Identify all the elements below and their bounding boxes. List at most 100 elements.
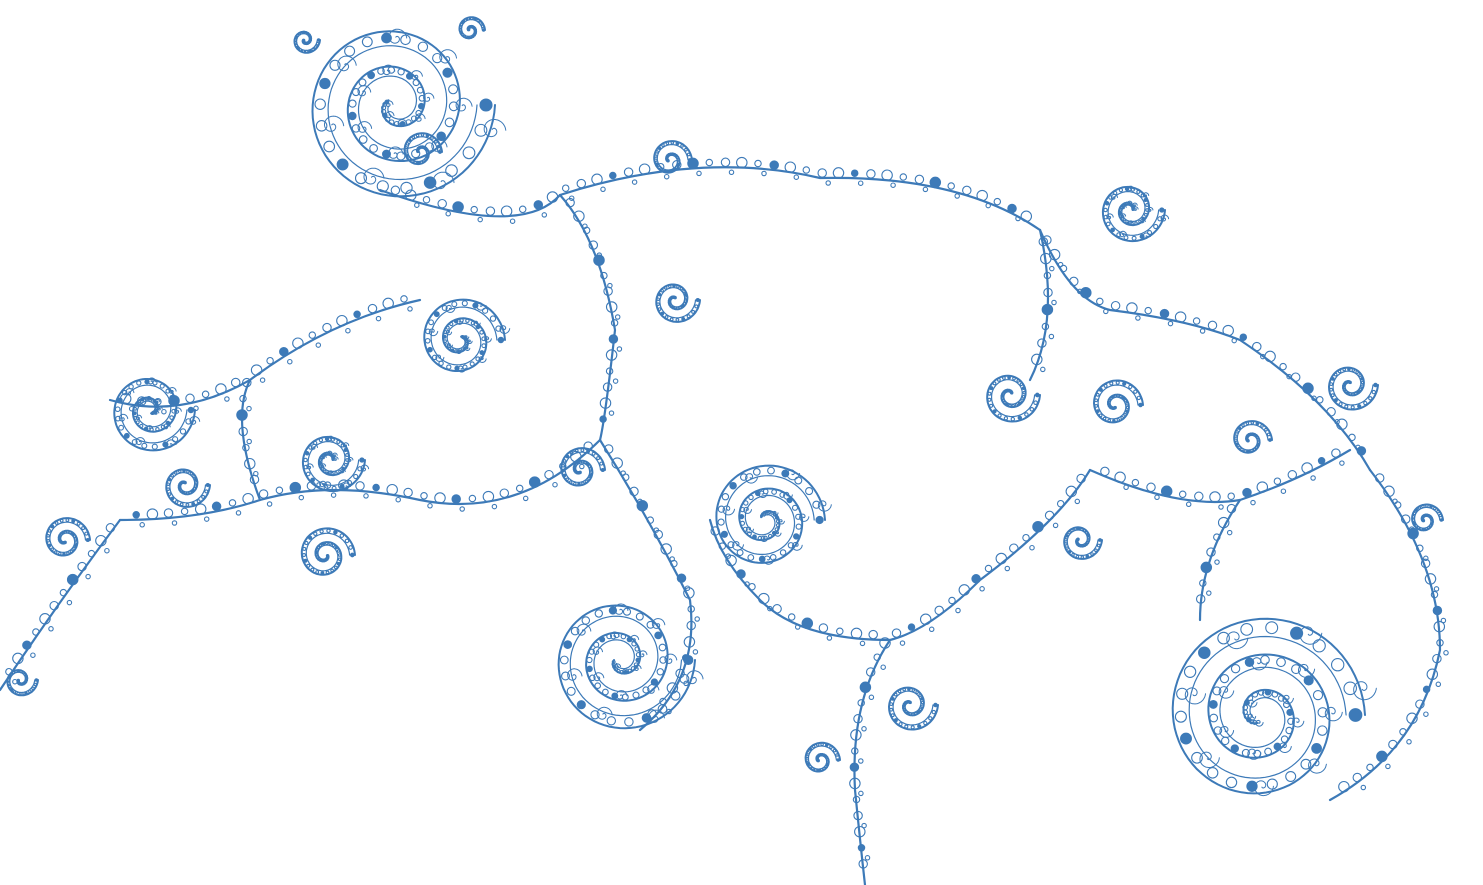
fractal-bead: [820, 742, 824, 747]
fractal-bead: [1355, 370, 1359, 374]
fractal-bead: [920, 696, 924, 701]
fractal-bead: [1113, 405, 1117, 410]
fractal-bead: [808, 747, 813, 752]
fractal-bead: [897, 689, 902, 694]
fractal-bead: [427, 346, 433, 353]
fractal-bead: [1227, 492, 1235, 500]
fractal-curve: [423, 92, 435, 102]
fractal-bead: [468, 494, 477, 503]
fractal-bead: [73, 543, 78, 548]
fractal-bead: [919, 707, 923, 712]
fractal-bead: [1052, 522, 1059, 529]
fractal-bead: [1420, 558, 1431, 569]
fractal-bead: [605, 349, 618, 361]
fractal-bead: [857, 844, 866, 852]
fractal-curve: [1278, 742, 1292, 753]
fractal-bead: [562, 459, 567, 463]
fractal-bead: [1425, 504, 1429, 508]
fractal-bead: [1090, 552, 1094, 556]
fractal-bead: [74, 537, 78, 541]
fractal-bead: [1287, 717, 1295, 725]
fractal-bead: [1225, 776, 1238, 789]
fractal-bead: [444, 343, 449, 348]
fractal-bead: [386, 483, 398, 496]
fractal-bead: [405, 154, 409, 158]
fractal-bead: [660, 288, 664, 293]
fractal-bead: [1032, 520, 1044, 533]
fractal-bead: [420, 133, 425, 137]
fractal-bead: [185, 502, 190, 507]
fractal-bead: [302, 546, 307, 551]
fractal-curve: [1292, 717, 1305, 728]
fractal-bead: [694, 616, 700, 622]
fractal-bead: [319, 77, 331, 90]
fractal-bead: [616, 668, 621, 674]
fractal-bead: [12, 678, 18, 685]
fractal-bead: [477, 216, 483, 223]
fractal-bead: [388, 119, 395, 126]
fractal-bead: [1388, 739, 1398, 750]
fractal-bead: [192, 474, 196, 478]
fractal-bead: [621, 693, 629, 701]
fractal-bead: [466, 27, 471, 32]
fractal-bead: [318, 458, 322, 462]
fractal-bead: [613, 632, 620, 639]
fractal-bead: [372, 483, 380, 492]
fractal-curve: [1160, 214, 1170, 222]
fractal-bead: [450, 348, 455, 353]
fractal-curve: [410, 70, 423, 80]
fractal-curve: [1038, 228, 1372, 472]
fractal-bead: [587, 464, 592, 468]
fractal-bead: [461, 20, 465, 24]
fractal-bead: [9, 687, 14, 692]
fractal-bead: [466, 16, 471, 21]
fractal-bead: [301, 49, 306, 54]
fractal-curve: [722, 505, 735, 516]
fractal-bead: [382, 297, 394, 310]
fractal-curve: [388, 28, 408, 44]
fractal-bead: [325, 570, 330, 575]
fractal-bead: [911, 688, 916, 692]
fractal-bead: [239, 394, 247, 403]
fractal-bead: [736, 549, 744, 557]
fractal-bead: [1174, 311, 1187, 323]
fractal-bead: [95, 534, 107, 547]
fractal-bead: [589, 470, 594, 474]
fractal-bead: [599, 397, 612, 409]
fractal-bead: [576, 178, 587, 189]
fractal-bead: [1358, 373, 1362, 377]
fractal-bead: [1144, 306, 1152, 315]
fractal-curve: [378, 166, 1042, 232]
fractal-curve: [1308, 758, 1327, 774]
fractal-bead: [1241, 423, 1245, 427]
fractal-bead: [173, 471, 178, 475]
fractal-bead: [683, 587, 695, 599]
fractal-curve: [499, 325, 511, 335]
fractal-bead: [430, 136, 434, 140]
fractal-curve: [664, 653, 678, 664]
fractal-bead: [275, 486, 284, 495]
fractal-bead: [171, 520, 178, 526]
fractal-bead: [1287, 470, 1298, 480]
fractal-bead: [1429, 504, 1433, 509]
fractal-bead: [1285, 726, 1293, 735]
fractal-bead: [1218, 504, 1224, 510]
fractal-bead: [244, 457, 256, 470]
fractal-curve: [758, 490, 768, 498]
fractal-bead: [1235, 442, 1239, 446]
fractal-bead: [491, 503, 498, 510]
fractal-bead: [623, 167, 634, 177]
fractal-bead: [1219, 673, 1230, 684]
fractal-bead: [850, 627, 863, 640]
fractal-bead: [682, 289, 686, 293]
fractal-bead: [1285, 770, 1297, 782]
fractal-bead: [204, 489, 209, 494]
fractal-bead: [858, 758, 864, 764]
fractal-bead: [754, 159, 762, 168]
fractal-bead: [344, 538, 350, 544]
fractal-curve: [189, 415, 201, 425]
fractal-curve: [763, 555, 775, 565]
fractal-bead: [192, 487, 197, 491]
fractal-bead: [590, 710, 600, 720]
fractal-bead: [179, 502, 184, 507]
